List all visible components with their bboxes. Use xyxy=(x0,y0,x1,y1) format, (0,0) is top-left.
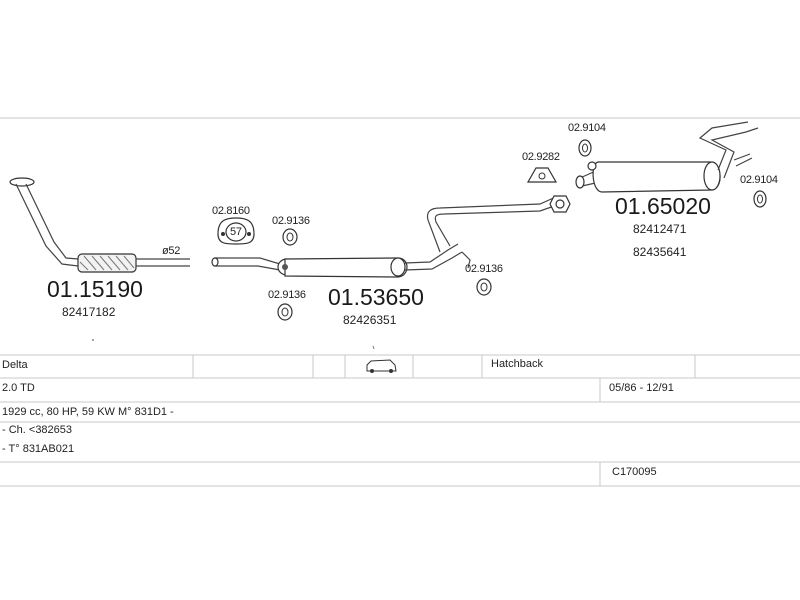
gasket-number: 02.8160 xyxy=(212,205,250,217)
stray-mark xyxy=(372,345,375,350)
catalog-code: C170095 xyxy=(612,466,657,478)
car-icon xyxy=(366,359,397,373)
vehicle-model: Delta xyxy=(2,359,28,371)
connecting-pipe xyxy=(426,195,561,253)
vehicle-years: 05/86 - 12/91 xyxy=(609,382,674,394)
middle-inlet-end xyxy=(211,257,219,267)
mount-a-number: 02.9282 xyxy=(522,151,560,163)
middle-hanger xyxy=(461,251,471,269)
vehicle-spec: 1929 cc, 80 HP, 59 KW M° 831D1 - xyxy=(2,406,174,418)
vehicle-body: Hatchback xyxy=(491,358,543,370)
vehicle-engine: 2.0 TD xyxy=(2,382,35,394)
stray-mark xyxy=(92,339,94,341)
front-pipe-number: 01.15190 xyxy=(47,276,143,302)
middle-silencer-ref: 82426351 xyxy=(343,313,397,327)
middle-silencer-rear-cap xyxy=(390,257,406,277)
gasket-size: 57 xyxy=(230,226,242,238)
rubber-ring-c-number: 02.9136 xyxy=(465,263,503,275)
ring-e-number: 02.9104 xyxy=(740,174,778,186)
rear-silencer-hanger xyxy=(587,161,597,171)
rear-silencer xyxy=(575,121,759,193)
rear-silencer-body xyxy=(592,161,721,193)
middle-silencer-bolt xyxy=(282,264,288,270)
diameter-label: ø52 xyxy=(162,245,180,257)
front-pipe-ref: 82417182 xyxy=(62,305,116,319)
rear-silencer-number: 01.65020 xyxy=(615,193,711,219)
vehicle-type: - T° 831AB021 xyxy=(2,443,75,455)
gasket-57 xyxy=(217,217,255,245)
mount-a xyxy=(526,167,558,183)
middle-outlet-pipe xyxy=(404,243,463,271)
flex-joint-mesh xyxy=(79,255,135,271)
tailpipe-bracket xyxy=(733,153,753,167)
rear-silencer-ref-2: 82435641 xyxy=(633,245,687,259)
middle-silencer-number: 01.53650 xyxy=(328,284,424,310)
rubber-ring-b-number: 02.9136 xyxy=(268,289,306,301)
flex-joint xyxy=(77,253,137,273)
gasket-hole xyxy=(225,222,247,242)
front-pipe-tube xyxy=(15,183,79,267)
middle-inlet-pipe xyxy=(214,257,281,271)
rear-silencer-ref-1: 82412471 xyxy=(633,222,687,236)
ring-d-number: 02.9104 xyxy=(568,122,606,134)
tailpipe xyxy=(698,121,759,179)
front-pipe-outlet xyxy=(136,258,190,267)
rear-inlet-end xyxy=(575,175,585,189)
vehicle-chassis: - Ch. <382653 xyxy=(2,424,73,436)
middle-silencer xyxy=(211,243,471,278)
connecting-pipe-joint xyxy=(549,195,571,213)
middle-silencer-body xyxy=(284,257,408,278)
rubber-ring-a-number: 02.9136 xyxy=(272,215,310,227)
front-pipe xyxy=(9,177,190,273)
front-pipe-flange xyxy=(9,177,35,187)
rear-silencer-endcap xyxy=(703,161,721,191)
